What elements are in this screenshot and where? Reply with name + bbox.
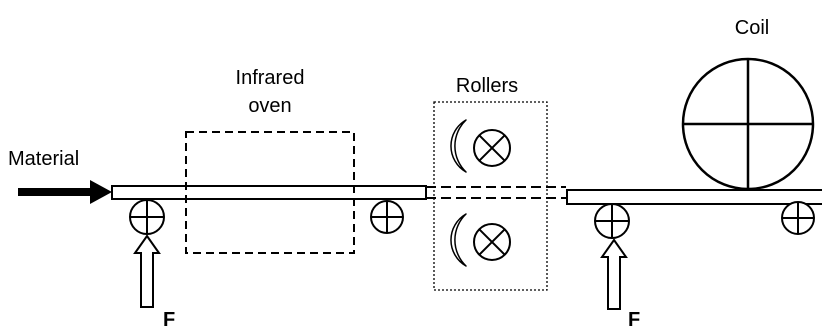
force-arrow-left-icon xyxy=(133,234,161,308)
rollers-box xyxy=(433,101,548,291)
rollers-label: Rollers xyxy=(456,75,518,97)
force-label-left: F xyxy=(163,309,175,328)
upper-roller-icon xyxy=(473,129,511,167)
infrared-oven-box xyxy=(185,131,355,254)
coil-icon xyxy=(681,57,815,191)
coil-label: Coil xyxy=(735,17,769,39)
far-right-roller-icon xyxy=(781,201,815,235)
force-label-right: F xyxy=(628,309,640,328)
left-conveyor-strip xyxy=(111,185,427,200)
material-feed-arrow xyxy=(18,180,112,204)
right-conveyor-strip xyxy=(566,189,822,205)
oven-exit-roller-icon xyxy=(370,200,404,234)
oven-label-line2: oven xyxy=(248,95,291,117)
upper-roller-rotation-icon xyxy=(450,119,467,173)
rollers-dashed-strip xyxy=(426,186,566,199)
lower-roller-icon xyxy=(473,223,511,261)
right-support-roller-icon xyxy=(594,203,630,239)
oven-label-line1: Infrared xyxy=(236,67,305,89)
material-label: Material xyxy=(8,148,79,170)
lower-roller-rotation-icon xyxy=(450,213,467,267)
force-arrow-right-icon xyxy=(600,238,628,310)
left-support-roller-icon xyxy=(129,199,165,235)
